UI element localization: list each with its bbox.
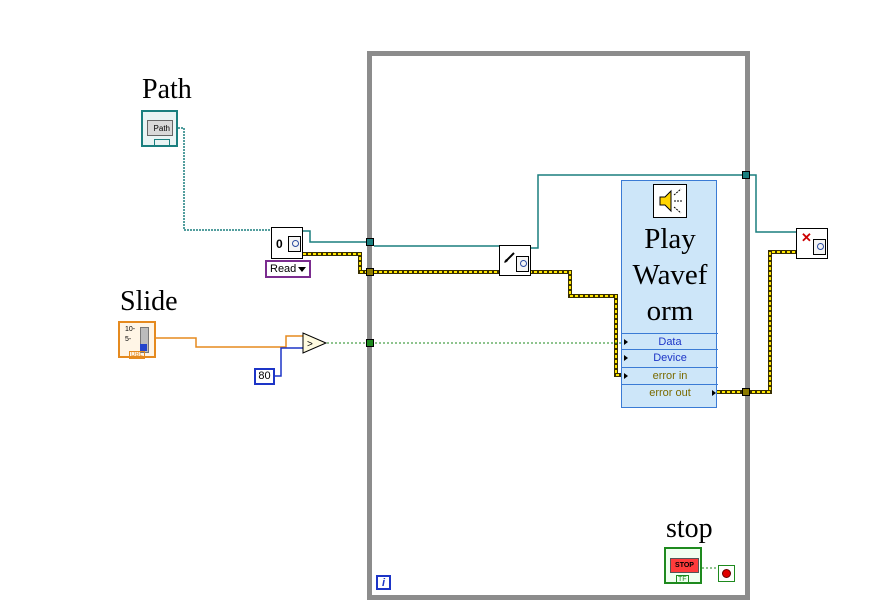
loop-iteration-terminal: i (376, 575, 391, 590)
constant-80[interactable]: 80 (254, 368, 275, 385)
wire-refnum-close (750, 174, 796, 233)
terminal-error-in[interactable]: error in (622, 367, 718, 383)
label-stop: stop (666, 513, 713, 544)
read-enum-value: Read (270, 263, 297, 275)
slide-tick-top: 10- (125, 326, 136, 333)
play-waveform-title: Play Waveform (632, 223, 708, 327)
path-foot-icon (154, 139, 170, 146)
label-path: Path (142, 74, 192, 105)
file-icon (813, 239, 826, 255)
loop-condition-terminal[interactable] (718, 565, 735, 582)
wire-path (178, 127, 280, 231)
wire-constant (275, 347, 305, 377)
write-file-node[interactable] (499, 245, 531, 276)
tunnel-refnum-in (366, 238, 374, 246)
dropdown-arrow-icon (298, 267, 306, 272)
while-loop[interactable] (367, 51, 750, 600)
label-slide: Slide (120, 286, 178, 317)
tunnel-refnum-out (742, 171, 750, 179)
play-waveform-vi[interactable]: Play Waveform Data Device error in error… (621, 180, 718, 408)
stop-button[interactable]: STOP (670, 558, 699, 573)
close-file-node[interactable]: ✕ (796, 228, 828, 259)
open-file-mode: 0 (276, 237, 283, 251)
pencil-icon (504, 252, 515, 263)
stop-type-badge: TF (676, 575, 689, 584)
path-control[interactable]: Path (141, 110, 178, 147)
path-inner: Path (147, 120, 173, 136)
close-icon: ✕ (801, 230, 812, 245)
slide-tick-mid: 5- (125, 336, 132, 343)
slide-control[interactable]: 10- 5- DBL (118, 321, 156, 359)
tunnel-error-out (742, 388, 750, 396)
slide-thumb (140, 344, 147, 351)
stop-control[interactable]: STOP TF (664, 547, 702, 584)
greater-than-icon (302, 332, 328, 354)
open-file-node[interactable]: 0 (271, 227, 303, 259)
wire-refnum-out (531, 174, 746, 249)
wire-slide (156, 335, 305, 348)
input-arrow-icon (624, 373, 628, 379)
tunnel-error-in (366, 268, 374, 276)
wire-refnum-in (303, 230, 370, 243)
input-arrow-icon (624, 339, 628, 345)
terminal-data[interactable]: Data (622, 333, 718, 349)
stop-if-true-icon (722, 569, 731, 578)
file-icon (288, 236, 301, 252)
speaker-icon (653, 184, 687, 218)
output-arrow-icon (712, 390, 716, 396)
slide-type-badge: DBL (129, 351, 145, 359)
terminal-error-out[interactable]: error out (622, 384, 718, 400)
tunnel-bool-in (366, 339, 374, 347)
file-icon (516, 256, 529, 272)
read-enum[interactable]: Read (265, 260, 311, 278)
input-arrow-icon (624, 355, 628, 361)
svg-text:>: > (307, 339, 313, 350)
terminal-device[interactable]: Device (622, 349, 718, 365)
